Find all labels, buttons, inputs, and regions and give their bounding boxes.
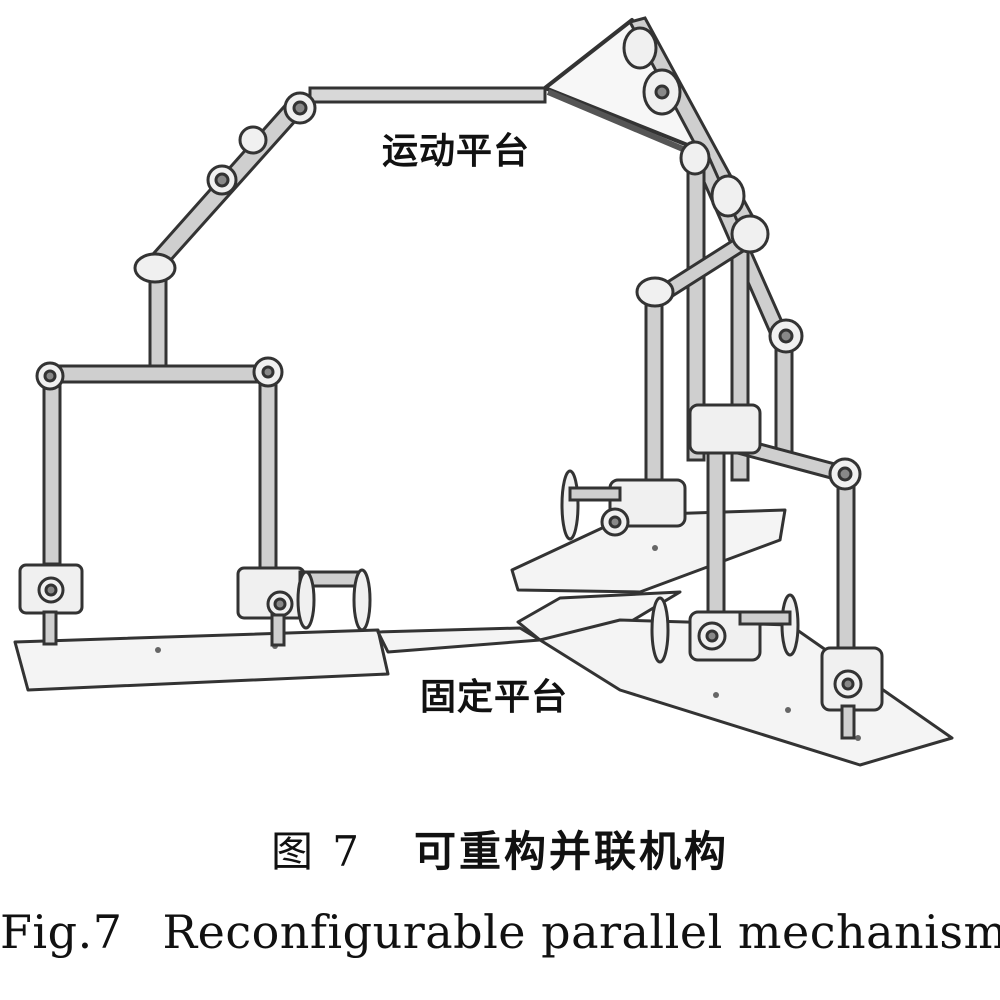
fixed-platform-label: 固定平台: [420, 677, 569, 718]
caption-chinese: 图 7 可重构并联机构: [0, 818, 1000, 879]
mechanism-illustration: [13, 16, 954, 767]
connector-plate: [376, 626, 542, 654]
fixed-platform: [13, 508, 954, 767]
caption-en-prefix: Fig.7: [0, 905, 123, 959]
caption-english: Fig.7 Reconfigurable parallel mechanism: [0, 905, 1000, 959]
right-limb-joints: [560, 26, 884, 740]
caption-cn-title: 可重构并联机构: [414, 827, 730, 876]
moving-platform-label: 运动平台: [382, 131, 531, 172]
middle-link-plate: [516, 590, 682, 642]
caption-en-title: Reconfigurable parallel mechanism: [162, 905, 1000, 959]
caption-cn-prefix: 图 7: [270, 827, 363, 876]
left-limb-joints: [18, 91, 372, 647]
left-base-plate: [13, 628, 390, 692]
